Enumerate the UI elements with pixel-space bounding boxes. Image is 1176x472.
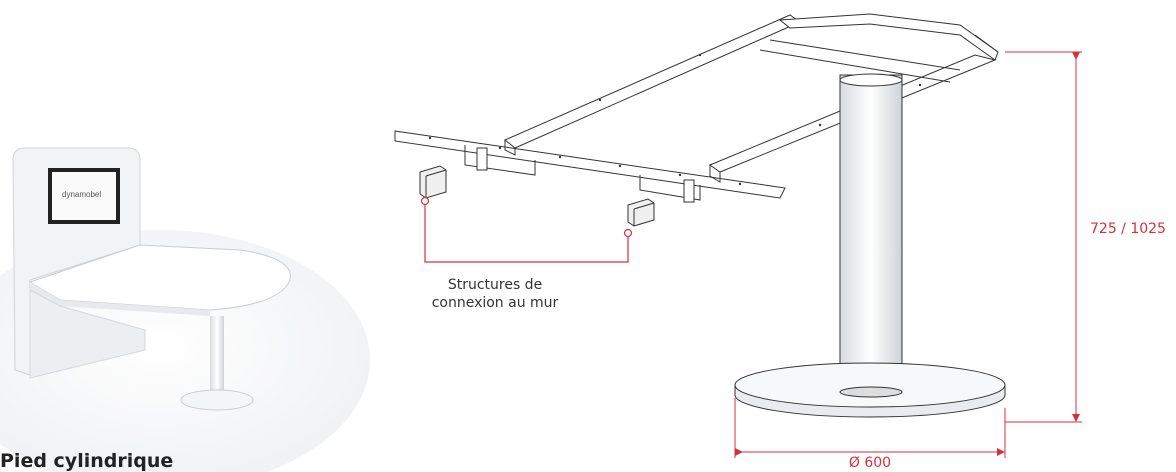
wall-bracket-left bbox=[419, 165, 447, 199]
height-dimension-label: 725 / 1025 bbox=[1090, 221, 1166, 237]
callout-line-2: connexion au mur bbox=[431, 295, 559, 311]
screen-logo: dynamobel bbox=[62, 190, 102, 199]
callout-connector bbox=[420, 196, 633, 263]
wall-bracket-right bbox=[627, 198, 655, 227]
frame-structure bbox=[394, 13, 999, 203]
product-photo bbox=[0, 147, 370, 472]
diameter-dimension bbox=[734, 398, 1006, 458]
callout-line-1: Structures de bbox=[447, 277, 543, 293]
diameter-dimension-label: Ø 600 bbox=[848, 455, 892, 471]
cylindrical-leg bbox=[839, 73, 903, 396]
height-dimension bbox=[1005, 51, 1082, 423]
product-caption: Pied cylindrique bbox=[0, 450, 174, 472]
callout-label: Structures de connexion au mur bbox=[400, 276, 590, 312]
round-base bbox=[734, 362, 1006, 418]
